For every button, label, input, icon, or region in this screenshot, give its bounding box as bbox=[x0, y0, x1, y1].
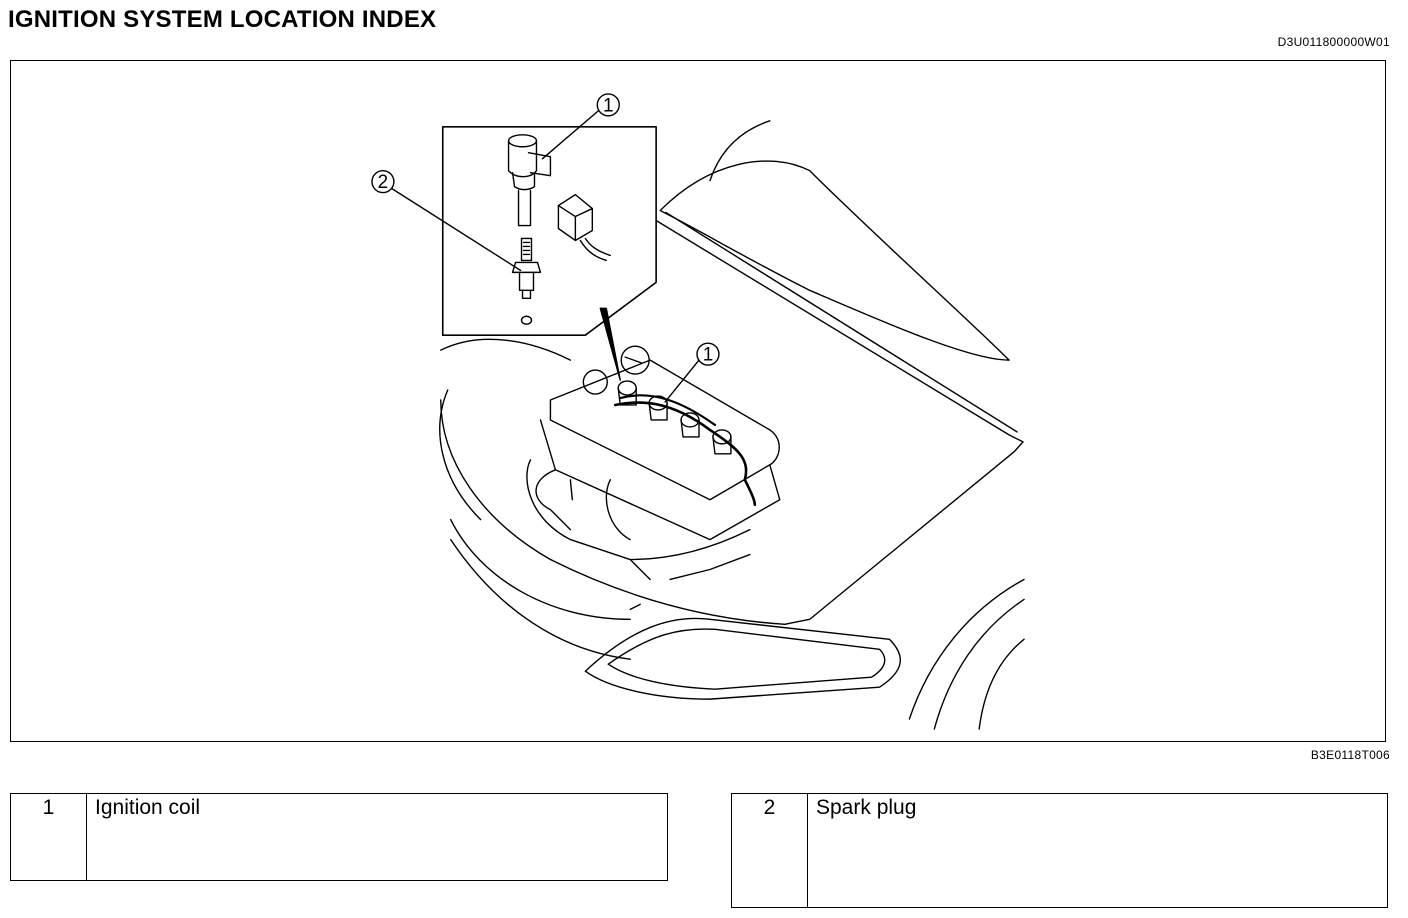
headlight-outline bbox=[584, 603, 901, 700]
callout-coil-detail bbox=[541, 93, 620, 160]
body-outline bbox=[439, 338, 786, 660]
engine-bay-illustration: 1 2 1 bbox=[371, 93, 1025, 730]
legend-row: 1 Ignition coil bbox=[10, 793, 668, 881]
callout-label-coil-engine: 1 bbox=[703, 345, 714, 366]
illustration-frame: 1 2 1 bbox=[10, 60, 1386, 742]
document-code: D3U011800000W01 bbox=[1277, 35, 1390, 49]
legend-table-2: 2 Spark plug bbox=[731, 793, 1388, 908]
figure-code: B3E0118T006 bbox=[1310, 748, 1390, 762]
legend-label: Spark plug bbox=[807, 793, 1388, 908]
legend-number: 1 bbox=[10, 793, 87, 881]
legend-table-1: 1 Ignition coil bbox=[10, 793, 668, 881]
hood-outline bbox=[655, 120, 1024, 626]
legend-number: 2 bbox=[731, 793, 808, 908]
spark-plug-drawing bbox=[511, 237, 542, 325]
callout-label-coil-detail: 1 bbox=[603, 95, 614, 116]
installed-coils bbox=[613, 380, 757, 506]
page-title: IGNITION SYSTEM LOCATION INDEX bbox=[8, 6, 437, 33]
engine-cover bbox=[526, 345, 781, 581]
callout-label-plug-detail: 2 bbox=[378, 172, 389, 193]
ignition-coil-drawing bbox=[507, 134, 552, 227]
fender-outline bbox=[908, 578, 1025, 730]
callout-coil-engine bbox=[664, 342, 720, 403]
legend-label: Ignition coil bbox=[86, 793, 668, 881]
legend-row: 2 Spark plug bbox=[731, 793, 1388, 908]
callout-plug-detail bbox=[371, 169, 522, 272]
inset-pointer bbox=[599, 307, 621, 381]
detail-inset bbox=[441, 126, 657, 336]
connector-drawing bbox=[557, 193, 611, 262]
